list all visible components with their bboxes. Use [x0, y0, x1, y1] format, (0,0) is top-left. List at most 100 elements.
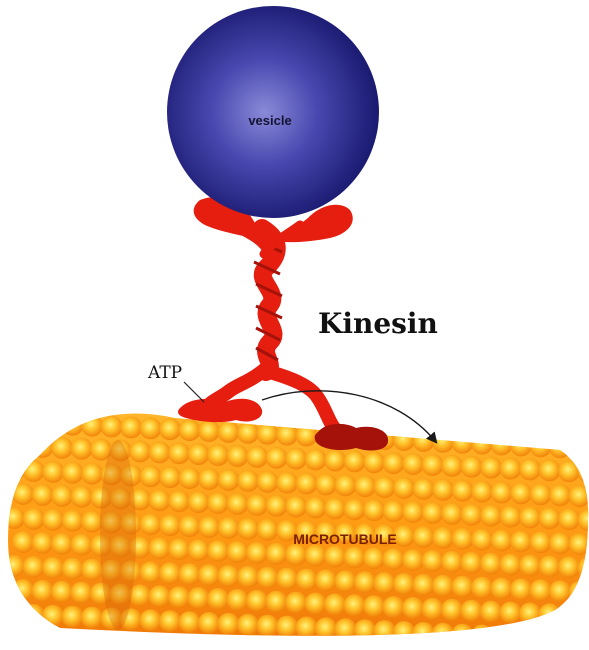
- microtubule: MICROTUBULE: [3, 411, 589, 650]
- microtubule-subunit: [539, 603, 561, 625]
- microtubule-subunit: [23, 604, 45, 626]
- microtubule-subunit: [539, 555, 561, 577]
- microtubule-subunit: [32, 580, 54, 602]
- microtubule-subunit: [549, 628, 571, 650]
- microtubule-subunit: [159, 610, 181, 632]
- microtubule-subunit: [374, 620, 396, 642]
- microtubule-subunit: [257, 567, 279, 589]
- microtubule-subunit: [179, 563, 201, 585]
- microtubule-subunit: [530, 483, 552, 505]
- microtubule-subunit: [159, 562, 181, 584]
- microtubule-subunit: [422, 502, 444, 524]
- microtubule-subunit: [549, 532, 571, 554]
- microtubule-subunit: [510, 482, 532, 504]
- microtubule-subunit: [32, 532, 54, 554]
- microtubule-subunit: [539, 459, 561, 481]
- microtubule-subunit: [246, 590, 268, 612]
- microtubule-subunit: [374, 476, 396, 498]
- kinesin-head-bound: [315, 424, 388, 451]
- microtubule-subunit: [471, 577, 493, 599]
- microtubule-subunit: [491, 578, 513, 600]
- microtubule-subunit: [32, 436, 54, 458]
- kinesin-leg-right: [270, 372, 334, 428]
- microtubule-subunit: [23, 412, 45, 434]
- microtubule-subunit: [140, 561, 162, 583]
- microtubule-subunit: [413, 622, 435, 644]
- microtubule-subunit: [81, 559, 103, 581]
- microtubule-subunit: [363, 451, 385, 473]
- microtubule-subunit: [81, 463, 103, 485]
- microtubule-subunit: [354, 571, 376, 593]
- microtubule-subunit: [530, 531, 552, 553]
- microtubule-subunit: [383, 452, 405, 474]
- microtubule-subunit: [452, 432, 474, 454]
- microtubule-subunit: [51, 437, 73, 459]
- microtubule-subunit: [149, 585, 171, 607]
- microtubule-subunit: [42, 509, 64, 531]
- microtubule-subunit: [140, 609, 162, 631]
- atp-annotation: ATP: [147, 363, 204, 402]
- microtubule-subunit: [237, 470, 259, 492]
- microtubule-subunit: [558, 604, 580, 626]
- microtubule-subunit: [558, 508, 580, 530]
- microtubule-subunit: [296, 569, 318, 591]
- microtubule-subunit: [23, 508, 45, 530]
- microtubule-subunit: [530, 579, 552, 601]
- microtubule-subunit: [452, 576, 474, 598]
- microtubule-subunit: [480, 553, 502, 575]
- microtubule-subunit: [198, 468, 220, 490]
- microtubule-subunit: [266, 447, 288, 469]
- microtubule-subunit: [149, 441, 171, 463]
- microtubule-subunit: [218, 613, 240, 635]
- microtubule-subunit: [120, 416, 142, 438]
- atp-pointer-line: [184, 382, 204, 402]
- microtubule-subunit: [344, 450, 366, 472]
- microtubule-subunit: [510, 530, 532, 552]
- microtubule-subunit: [510, 578, 532, 600]
- microtubule-subunit: [519, 602, 541, 624]
- microtubule-subunit: [149, 489, 171, 511]
- microtubule-subunit: [402, 501, 424, 523]
- microtubule-subunit: [480, 457, 502, 479]
- microtubule-subunit: [324, 497, 346, 519]
- microtubule-subunit: [480, 505, 502, 527]
- microtubule-subunit: [266, 543, 288, 565]
- microtubule-subunit: [257, 615, 279, 637]
- microtubule-subunit: [276, 568, 298, 590]
- microtubule-subunit: [393, 477, 415, 499]
- microtubule-subunit: [179, 515, 201, 537]
- microtubule-subunit: [500, 506, 522, 528]
- microtubule-subunit: [246, 542, 268, 564]
- microtubule-subunit: [149, 537, 171, 559]
- microtubule-subunit: [452, 624, 474, 646]
- microtubule-subunit: [402, 549, 424, 571]
- microtubule-subunit: [246, 446, 268, 468]
- microtubule-subunit: [257, 423, 279, 445]
- microtubule-subunit: [413, 430, 435, 452]
- microtubule-subunit: [296, 473, 318, 495]
- microtubule-subunit: [461, 552, 483, 574]
- microtubule-subunit: [266, 591, 288, 613]
- microtubule-subunit: [324, 545, 346, 567]
- microtubule-subunit: [500, 602, 522, 624]
- microtubule-subunit: [237, 518, 259, 540]
- microtubule-subunit: [383, 548, 405, 570]
- microtubule-subunit: [432, 479, 454, 501]
- microtubule-subunit: [285, 448, 307, 470]
- microtubule-subunit: [51, 485, 73, 507]
- microtubule-subunit: [81, 607, 103, 629]
- microtubule-subunit: [12, 483, 34, 505]
- microtubule-subunit: [363, 547, 385, 569]
- microtubule-subunit: [140, 465, 162, 487]
- microtubule-subunit: [198, 420, 220, 442]
- microtubule-subunit: [198, 564, 220, 586]
- microtubule-subunit: [441, 599, 463, 621]
- microtubule-subunit: [179, 419, 201, 441]
- microtubule-subunit: [578, 605, 589, 627]
- microtubule-subunit: [246, 494, 268, 516]
- microtubule-subunit: [452, 528, 474, 550]
- microtubule-subunit: [510, 626, 532, 648]
- microtubule-subunit: [363, 595, 385, 617]
- microtubule-subunit: [491, 434, 513, 456]
